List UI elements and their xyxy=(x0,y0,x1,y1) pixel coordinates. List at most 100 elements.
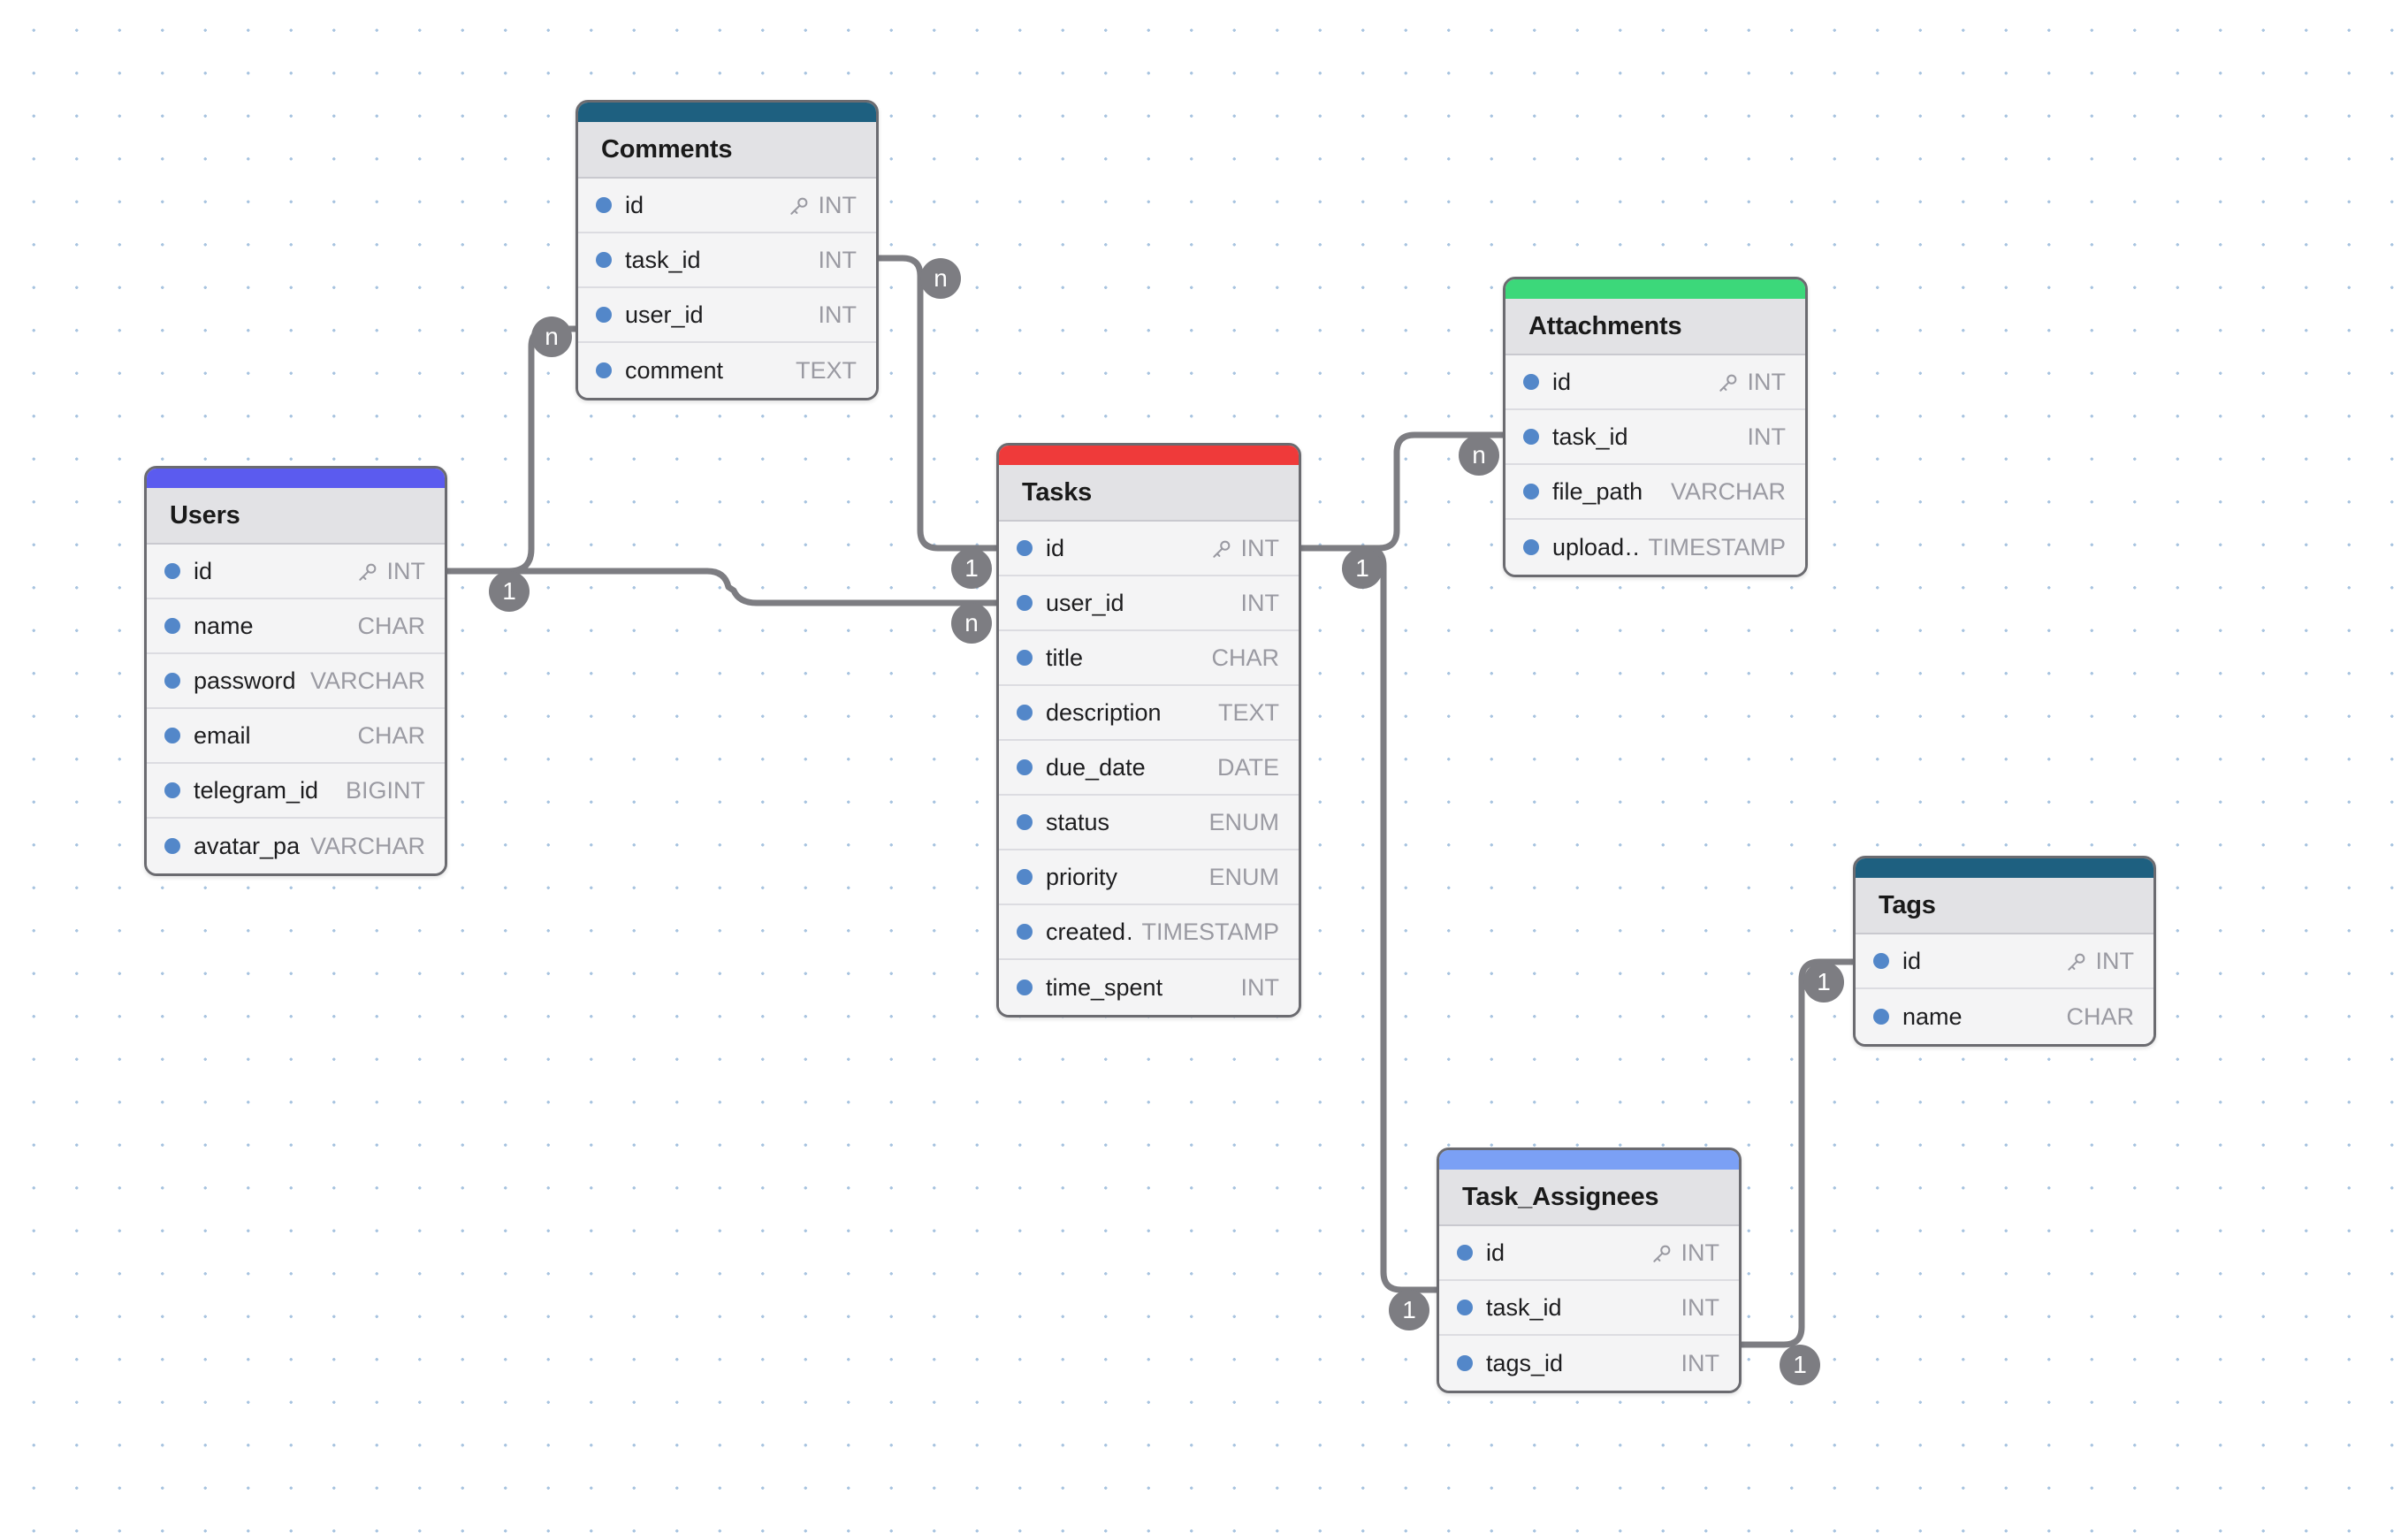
field-bullet-icon xyxy=(596,197,612,213)
field-bullet-icon xyxy=(1017,924,1033,940)
cardinality-badge-b-assignees-tags-1[interactable]: 1 xyxy=(1780,1345,1820,1385)
cardinality-badge-b-attach-task-n[interactable]: n xyxy=(1459,435,1499,476)
cardinality-badge-b-tasks-id-1-right[interactable]: 1 xyxy=(1342,548,1383,589)
primary-key-icon xyxy=(1210,537,1233,560)
field-name: name xyxy=(194,612,254,639)
table-title-users: Users xyxy=(147,488,445,545)
table-accent-bar-attachments xyxy=(1505,279,1805,299)
field-row-comments-comment[interactable]: comment TEXT xyxy=(578,343,876,398)
field-type: INT xyxy=(1240,534,1280,561)
field-name: comment xyxy=(625,356,724,384)
field-row-tasks-id[interactable]: id INT xyxy=(999,522,1299,576)
field-name: upload… xyxy=(1552,533,1637,560)
field-type: BIGINT xyxy=(345,776,425,804)
field-type: CHAR xyxy=(2066,1003,2134,1030)
field-type: TEXT xyxy=(795,356,857,384)
field-bullet-icon xyxy=(1523,429,1539,445)
cardinality-badge-b-comments-user-n[interactable]: n xyxy=(531,316,572,357)
cardinality-badge-b-tags-id-1[interactable]: 1 xyxy=(1803,962,1844,1003)
primary-key-icon xyxy=(356,560,379,583)
field-bullet-icon xyxy=(1523,374,1539,390)
field-name: time_spent xyxy=(1046,973,1163,1001)
field-row-users-avatar_pa[interactable]: avatar_pa… VARCHAR xyxy=(147,819,445,873)
field-name: user_id xyxy=(1046,589,1124,616)
field-name: id xyxy=(194,557,213,584)
primary-key-icon xyxy=(2065,950,2088,973)
field-name: task_id xyxy=(625,246,701,273)
cardinality-badge-b-comments-task-n[interactable]: n xyxy=(920,258,961,299)
field-row-tasks-created[interactable]: created…TIMESTAMP xyxy=(999,905,1299,960)
field-bullet-icon xyxy=(164,728,180,743)
cardinality-badge-b-assignees-task-1[interactable]: 1 xyxy=(1389,1290,1429,1330)
field-type: VARCHAR xyxy=(309,667,425,694)
field-bullet-icon xyxy=(1457,1355,1473,1371)
field-name: file_path xyxy=(1552,477,1643,505)
field-name: name xyxy=(1902,1003,1963,1030)
cardinality-badge-b-users-id-1[interactable]: 1 xyxy=(489,571,530,612)
field-type: TIMESTAMP xyxy=(1141,918,1279,945)
field-name: id xyxy=(1486,1239,1505,1266)
field-bullet-icon xyxy=(164,563,180,579)
table-title-tags: Tags xyxy=(1856,878,2153,934)
field-bullet-icon xyxy=(1873,1009,1889,1025)
field-name: id xyxy=(1902,947,1922,974)
field-name: title xyxy=(1046,644,1084,671)
field-bullet-icon xyxy=(596,362,612,378)
field-name: description xyxy=(1046,698,1162,726)
field-type: INT xyxy=(818,246,858,273)
field-bullet-icon xyxy=(1017,650,1033,666)
table-title-tasks: Tasks xyxy=(999,465,1299,522)
table-title-comments: Comments xyxy=(578,122,876,179)
edge-assignees-tags xyxy=(1738,958,1856,1348)
field-name: avatar_pa… xyxy=(194,832,300,859)
cardinality-badge-b-tasks-userid-n[interactable]: n xyxy=(951,603,992,644)
field-row-tags-name[interactable]: name CHAR xyxy=(1856,989,2153,1044)
field-name: id xyxy=(1046,534,1065,561)
primary-key-icon xyxy=(1650,1242,1673,1265)
field-bullet-icon xyxy=(1017,814,1033,830)
field-type: CHAR xyxy=(1211,644,1279,671)
field-bullet-icon xyxy=(1523,484,1539,499)
field-row-attachments-upload[interactable]: upload…TIMESTAMP xyxy=(1505,520,1805,575)
edge-tasks-assignees xyxy=(1298,545,1440,1293)
cardinality-badge-b-tasks-id-1-left[interactable]: 1 xyxy=(951,548,992,589)
field-row-comments-task_id[interactable]: task_id INT xyxy=(578,233,876,288)
primary-key-icon xyxy=(788,194,811,217)
field-name: priority xyxy=(1046,863,1118,890)
field-type: INT xyxy=(1747,423,1787,450)
field-type: INT xyxy=(818,191,858,218)
field-type: INT xyxy=(1747,368,1787,395)
field-bullet-icon xyxy=(1017,759,1033,775)
field-bullet-icon xyxy=(596,252,612,268)
field-type: VARCHAR xyxy=(309,832,425,859)
field-row-tasks-title[interactable]: title CHAR xyxy=(999,631,1299,686)
field-type: INT xyxy=(1681,1293,1720,1321)
